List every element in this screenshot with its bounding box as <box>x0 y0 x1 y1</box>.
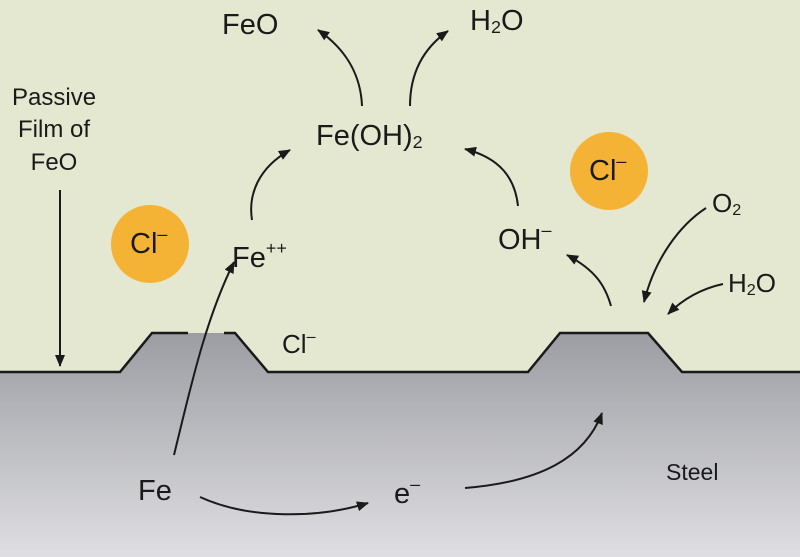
arrow-fe-to-electron <box>199 496 369 516</box>
ferrous-ion-text: Fe <box>232 242 266 274</box>
chloride-ion-right-charge: – <box>616 151 627 172</box>
chloride-ion-circle-left <box>111 205 189 283</box>
arrow-feoh2-to-feo <box>317 29 363 107</box>
passive-film-line-2: Film of <box>18 116 91 144</box>
water-product-h: H <box>470 5 491 37</box>
iron-metal-text: Fe <box>138 475 172 507</box>
chloride-surface-text: Cl <box>282 329 307 359</box>
hydroxide-ion-charge: – <box>541 220 552 241</box>
arrow-fe-ion-to-feoh2 <box>250 149 291 221</box>
water-reactant-label: H2O <box>728 268 776 299</box>
iron-hydroxide-label: Fe(OH)2 <box>316 120 423 153</box>
steel-surface-outline <box>0 331 800 374</box>
passive-film-line-3: FeO <box>30 148 78 176</box>
passive-film-line-1: Passive <box>12 84 97 111</box>
electron-charge: – <box>410 474 421 495</box>
arrow-h2o-to-surface <box>667 283 724 315</box>
passive-film-label: Passive Film of FeO <box>12 82 96 179</box>
chloride-ion-circle-right <box>570 132 648 210</box>
water-reactant-h: H <box>728 268 747 298</box>
chloride-surface-label: Cl– <box>282 328 316 359</box>
arrow-o2-to-surface <box>641 207 707 303</box>
arrow-electron-to-cathode <box>464 412 603 489</box>
water-reactant-subscript: 2 <box>746 280 756 299</box>
water-product-label: H2O <box>470 5 524 38</box>
chloride-ion-right-text: Cl <box>589 155 617 187</box>
hydroxide-ion-label: OH– <box>498 221 552 256</box>
water-product-o: O <box>500 5 524 37</box>
chloride-ion-right-label: Cl– <box>589 152 626 187</box>
ferrous-ion-label: Fe++ <box>232 239 287 274</box>
oxygen-subscript: 2 <box>732 200 742 219</box>
steel-body <box>0 333 800 557</box>
steel-label: Steel <box>666 461 718 484</box>
chloride-ion-left-charge: – <box>157 224 168 245</box>
feo-product-label: FeO <box>222 11 278 40</box>
chloride-ion-left-label: Cl– <box>130 225 167 260</box>
water-reactant-o: O <box>755 268 776 298</box>
arrow-oh-to-feoh2 <box>464 146 519 207</box>
chloride-surface-charge: – <box>306 327 316 346</box>
hydroxide-ion-text: OH <box>498 224 542 256</box>
arrow-surface-to-oh <box>566 254 612 307</box>
feo-product-text: FeO <box>222 9 279 41</box>
electron-text: e <box>394 478 411 510</box>
arrow-fe-to-fe-ion <box>173 261 235 456</box>
oxygen-label: O2 <box>712 188 742 219</box>
chloride-ion-left-text: Cl <box>130 228 158 260</box>
ferrous-ion-charge: ++ <box>265 238 287 259</box>
steel-text: Steel <box>666 459 719 485</box>
electron-label: e– <box>394 475 420 510</box>
iron-hydroxide-subscript: 2 <box>412 132 423 153</box>
iron-metal-label: Fe <box>138 477 172 506</box>
oxygen-text: O <box>712 188 733 218</box>
water-product-subscript: 2 <box>490 17 501 38</box>
iron-hydroxide-text: Fe(OH) <box>316 120 413 152</box>
arrow-feoh2-to-h2o <box>409 30 449 107</box>
